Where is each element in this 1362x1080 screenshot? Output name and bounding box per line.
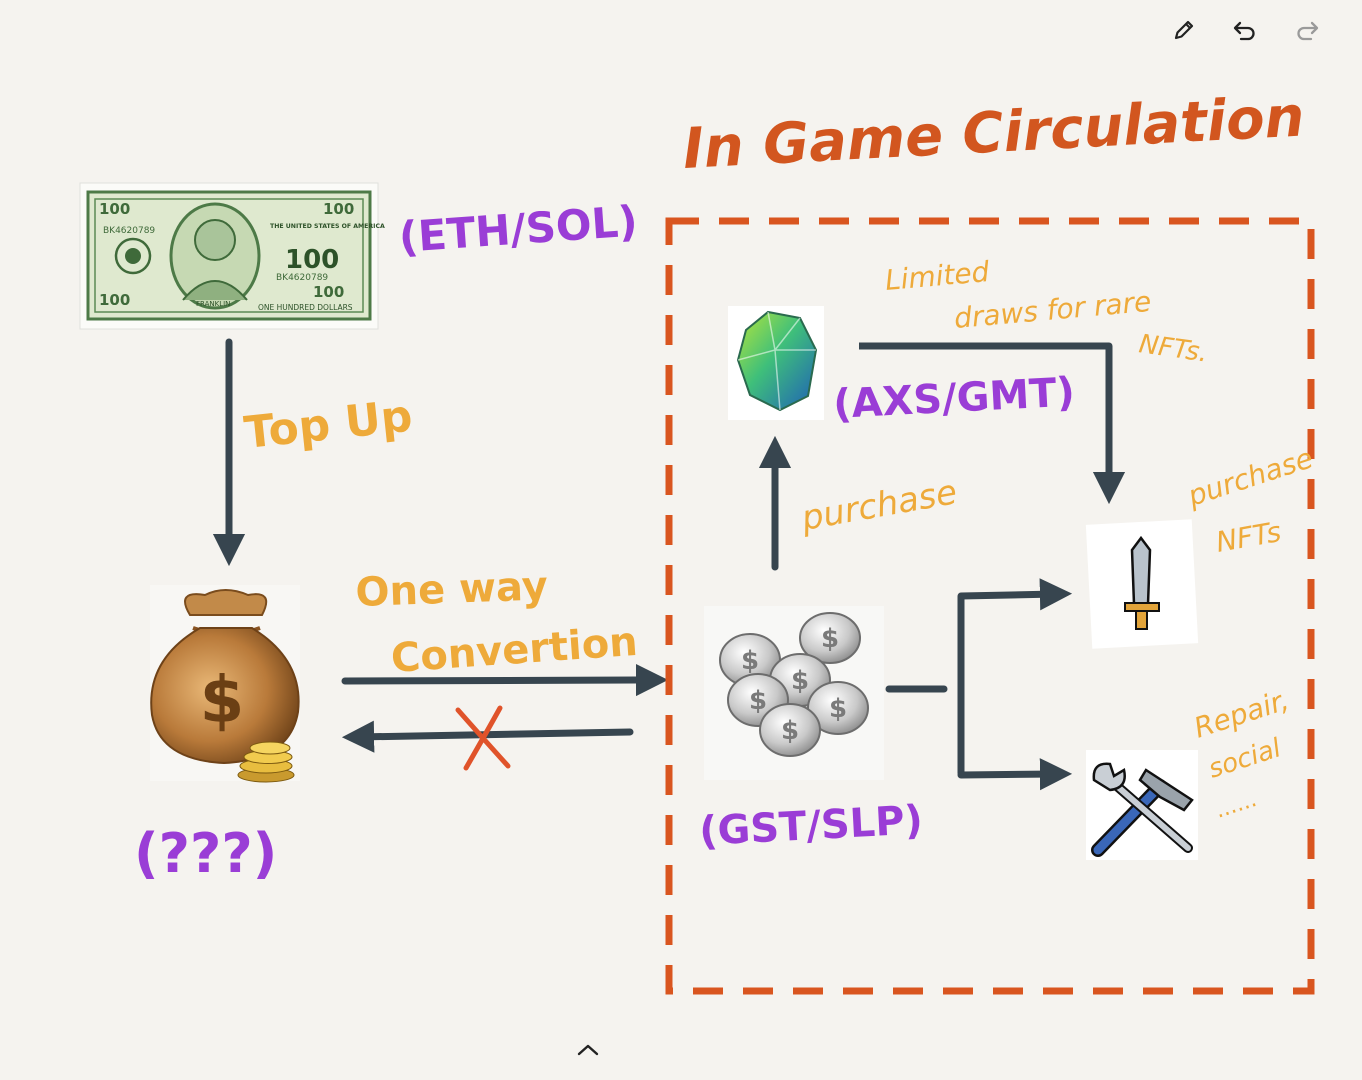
banknote-corner-value: 100 <box>313 283 344 301</box>
conversion-backward-arrow <box>341 720 634 753</box>
conversion-forward-arrow <box>341 663 669 697</box>
banknote-serial: BK4620789 <box>276 273 328 283</box>
chevron-up-icon <box>577 1044 599 1056</box>
pencil-button[interactable] <box>1166 12 1202 48</box>
banknote-corner-value: 100 <box>99 291 130 309</box>
banknote-words: ONE HUNDRED DOLLARS <box>258 303 353 312</box>
banknote-corner-value: 100 <box>323 200 354 218</box>
undo-icon <box>1233 21 1255 41</box>
gem-token-image <box>728 306 824 420</box>
in-game-circulation-box <box>665 217 1315 995</box>
diagram-title: In Game Circulation <box>681 85 1306 182</box>
redo-icon <box>1297 21 1319 41</box>
repair-line2: social <box>1205 733 1286 785</box>
conversion-label-line2: Convertion <box>389 619 639 682</box>
expand-toolbar-button[interactable] <box>570 1036 606 1064</box>
svg-text:$: $ <box>829 694 847 724</box>
purchase-label: purchase <box>798 472 960 539</box>
svg-text:$: $ <box>781 716 799 746</box>
tools-repair-image <box>1086 750 1198 860</box>
fiat-currency-label: (ETH/SOL) <box>397 196 639 262</box>
limited-draws-line2: draws for rare <box>953 285 1153 335</box>
coins-to-tools-arrow <box>957 758 1073 791</box>
limited-draws-line1: Limited <box>884 255 991 297</box>
undo-button[interactable] <box>1227 12 1263 48</box>
purchase-nfts-line1: purchase <box>1183 441 1317 513</box>
banknote-country: THE UNITED STATES OF AMERICA <box>270 223 385 230</box>
banknote-corner-value: 100 <box>99 200 130 218</box>
banknote-center-value: 100 <box>285 245 339 275</box>
banknote-image: 100 100 100 100 100 BK4620789 BK4620789 … <box>79 182 385 330</box>
unknown-currency-label: (???) <box>134 822 277 885</box>
pencil-icon <box>1174 20 1194 40</box>
top-up-label: Top Up <box>242 391 415 459</box>
money-bag-image: $ <box>150 585 300 783</box>
sword-nft-image <box>1085 519 1199 649</box>
governance-token-label: (AXS/GMT) <box>832 369 1076 428</box>
coins-to-sword-arrow <box>957 578 1073 611</box>
purchase-nfts-line2: NFTs <box>1213 515 1283 559</box>
svg-text:$: $ <box>741 646 759 676</box>
repair-line3: ...... <box>1212 787 1260 824</box>
limited-draws-line3: NFTs. <box>1137 329 1210 368</box>
utility-token-label: (GST/SLP) <box>698 797 924 855</box>
banknote-name: FRANKLIN <box>196 300 230 308</box>
gem-to-sword-arrow <box>859 342 1126 505</box>
banknote-serial: BK4620789 <box>103 226 155 236</box>
blocked-cross-mark <box>455 705 511 771</box>
conversion-label-line1: One way <box>355 563 549 616</box>
redo-button[interactable] <box>1289 12 1325 48</box>
svg-text:$: $ <box>821 624 839 654</box>
svg-text:$: $ <box>749 686 767 716</box>
coins-branch-connector <box>885 593 965 777</box>
repair-line1: Repair, <box>1190 683 1293 744</box>
svg-text:$: $ <box>200 664 245 738</box>
svg-text:$: $ <box>791 666 809 696</box>
silver-coins-image: $ $ $ $ $ $ <box>704 606 884 780</box>
